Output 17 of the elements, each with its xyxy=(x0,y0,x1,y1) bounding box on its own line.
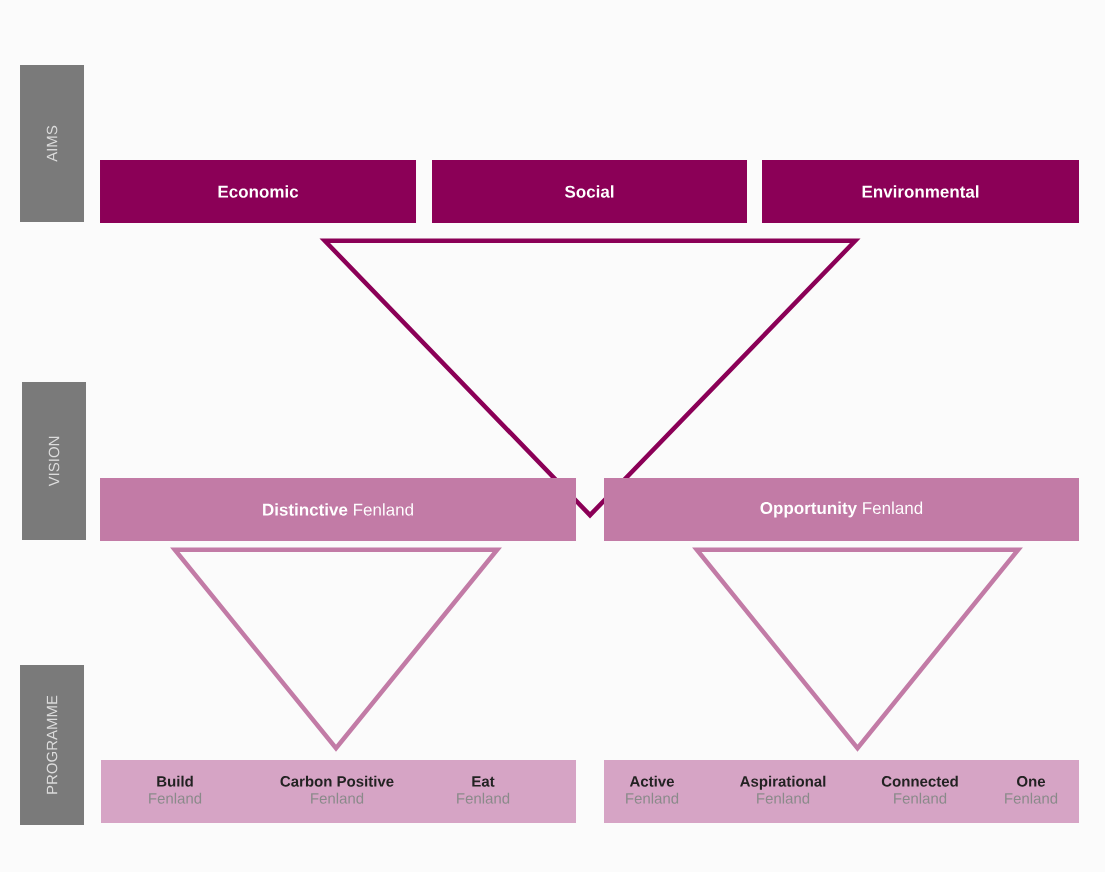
programme-box xyxy=(604,760,1079,823)
programme-box xyxy=(101,760,576,823)
aim-box: Social xyxy=(432,160,747,223)
programme-item: Active Fenland xyxy=(626,775,679,804)
vision-box: Distinctive Fenland xyxy=(100,478,576,541)
programme-item: One Fenland xyxy=(1005,776,1058,804)
programme-item: Build Fenland xyxy=(149,775,202,804)
vision-box: Opportunity Fenland xyxy=(604,478,1079,541)
section-label: PROGRAMME xyxy=(20,665,84,825)
programme-item: Connected Fenland xyxy=(881,775,958,804)
programme-item: Carbon Positive Fenland xyxy=(280,775,394,804)
programme-item: Aspirational Fenland xyxy=(740,775,826,804)
programme-item: Eat Fenland xyxy=(457,776,510,804)
section-label: AIMS xyxy=(20,65,84,222)
section-label: VISION xyxy=(22,382,86,540)
aim-box: Economic xyxy=(100,160,416,223)
aim-box: Environmental xyxy=(762,160,1079,223)
